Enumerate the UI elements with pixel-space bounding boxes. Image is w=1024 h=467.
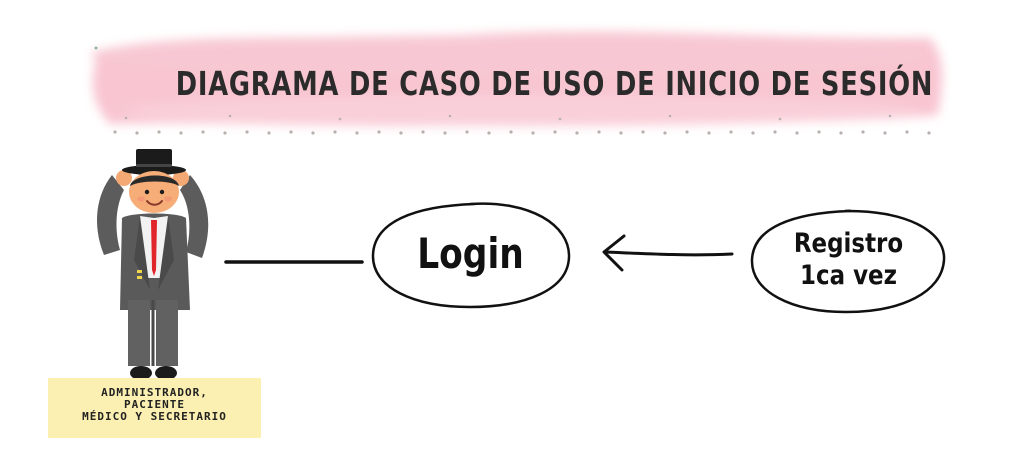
businessman-with-top-hat-icon — [97, 149, 209, 380]
usecase-login-label: Login — [417, 229, 524, 278]
usecase-registro-label: Registro 1ca vez — [793, 228, 904, 291]
actor-label-box: ADMINISTRADOR, PACIENTE MÉDICO Y SECRETA… — [48, 378, 261, 438]
registro-usecase-ellipse — [750, 209, 946, 314]
page-title: DIAGRAMA DE CASO DE USO DE INICIO DE SES… — [175, 64, 934, 103]
dotted-border — [94, 46, 931, 135]
title-banner: DIAGRAMA DE CASO DE USO DE INICIO DE SES… — [80, 20, 950, 145]
watercolor-banner — [90, 31, 943, 135]
login-usecase-ellipse — [371, 202, 571, 309]
actor-label: ADMINISTRADOR, PACIENTE MÉDICO Y SECRETA… — [82, 386, 227, 423]
arrow-registro-to-login — [602, 234, 734, 272]
